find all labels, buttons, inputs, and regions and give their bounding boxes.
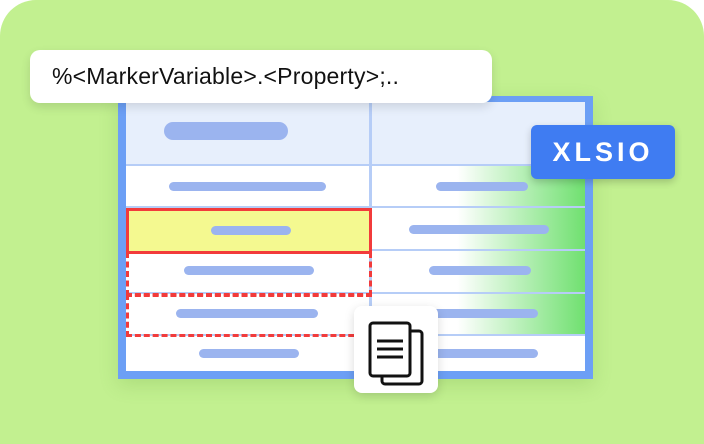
cell-placeholder (409, 225, 549, 234)
cell-placeholder (426, 349, 538, 358)
cell-placeholder (169, 182, 326, 191)
xlsio-badge: XLSIO (531, 125, 675, 179)
table-row (126, 166, 585, 208)
cell-placeholder (426, 309, 538, 318)
cell-placeholder (429, 266, 531, 275)
cell-placeholder (211, 226, 291, 235)
header-cell-placeholder (164, 122, 288, 140)
marker-syntax-tooltip: %<MarkerVariable>.<Property>;.. (30, 50, 492, 103)
cell-placeholder (176, 309, 318, 318)
table-row (126, 336, 585, 371)
selected-cell-highlight (126, 208, 372, 254)
xlsio-badge-label: XLSIO (552, 136, 654, 167)
cell-placeholder (436, 182, 528, 191)
dashed-row-selection (126, 252, 372, 296)
cell-placeholder (199, 349, 299, 358)
cell-placeholder (184, 266, 314, 275)
dashed-row-selection (126, 294, 372, 337)
header-row (126, 102, 585, 166)
document-icon-card (354, 306, 438, 393)
marker-syntax-text: %<MarkerVariable>.<Property>;.. (52, 63, 400, 89)
copy-document-icon (368, 321, 424, 386)
